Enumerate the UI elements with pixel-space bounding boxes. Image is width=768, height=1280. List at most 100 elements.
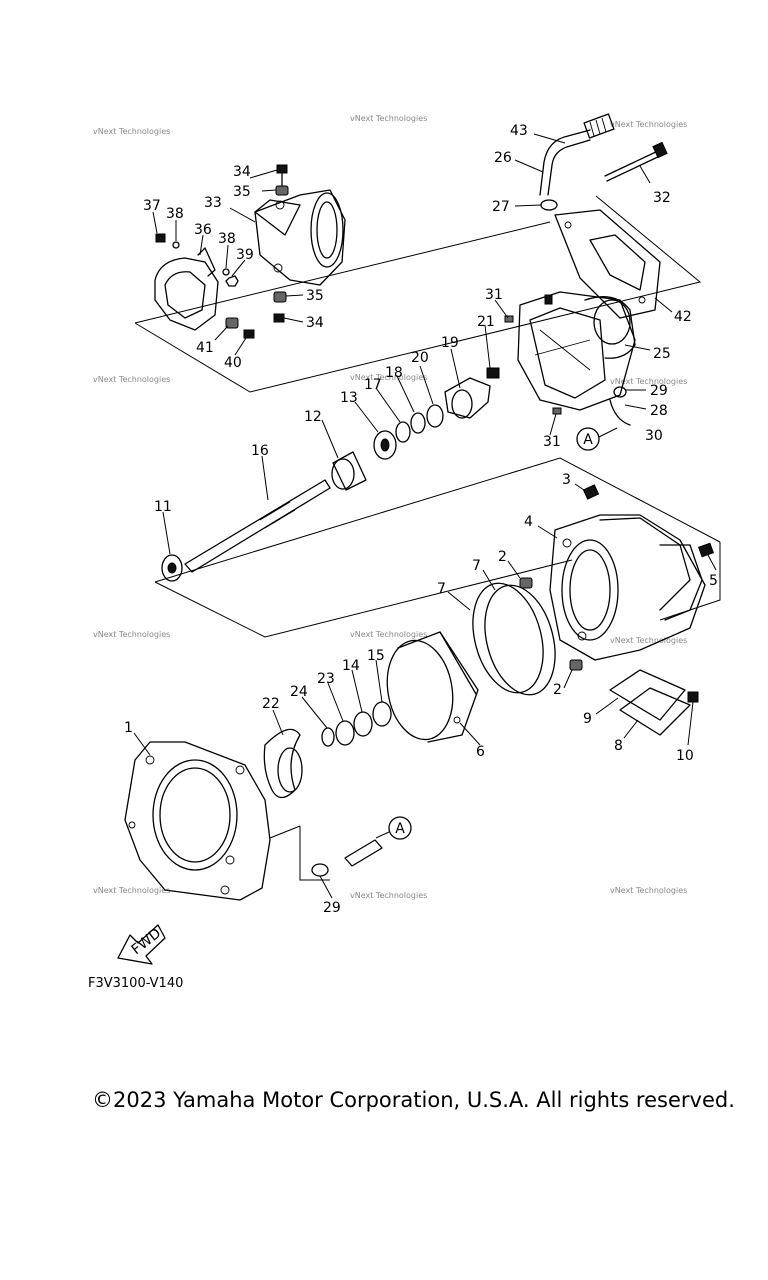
callout-6: 6 (476, 744, 485, 760)
frame-upper (134, 195, 702, 393)
nut-39 (225, 275, 239, 287)
bolt-34-lower (273, 313, 285, 323)
bearing-14 (353, 711, 373, 737)
part-nozzle-housing (517, 291, 636, 411)
frame-ref-a-top (269, 825, 301, 839)
part-steering-nozzle (254, 189, 346, 286)
watermark: vNext Technologies (610, 886, 687, 895)
callout-5: 5 (709, 573, 718, 589)
clamp-29-lower (311, 863, 329, 877)
watermark: vNext Technologies (610, 377, 687, 386)
callout-42: 42 (674, 309, 692, 325)
bolt-40 (243, 329, 255, 339)
reference-marker-lower: A (375, 816, 412, 840)
callout-2-lower: 2 (553, 682, 562, 698)
watermark: vNext Technologies (93, 375, 170, 384)
callout-36: 36 (194, 222, 212, 238)
callout-19: 19 (441, 335, 459, 351)
part-impeller (263, 701, 392, 799)
bearing-11 (161, 554, 183, 582)
frame-middle-top (154, 457, 721, 583)
pin-31-top (504, 315, 514, 323)
part-reverse-gate (154, 247, 219, 331)
callout-29-upper: 29 (650, 383, 668, 399)
callout-28: 28 (650, 403, 668, 419)
part-orings (472, 582, 556, 696)
callout-31-upper: 31 (485, 287, 503, 303)
part-stub-shaft (311, 386, 631, 877)
callout-11: 11 (154, 499, 172, 515)
washer-38-left (172, 241, 180, 249)
part-hose-clamp (540, 199, 558, 211)
callout-34-lower: 34 (306, 315, 324, 331)
oring-20 (426, 404, 444, 428)
callout-33: 33 (204, 195, 222, 211)
watermark: vNext Technologies (610, 120, 687, 129)
callout-17: 17 (364, 377, 382, 393)
clamp-29-upper (613, 386, 627, 398)
frame-middle (154, 559, 573, 638)
callout-2-upper: 2 (498, 549, 507, 565)
fwd-label: FWD (129, 925, 165, 958)
collar-35-lower (273, 291, 287, 303)
part-pump-liner (386, 631, 479, 743)
watermark: vNext Technologies (350, 630, 427, 639)
callout-10: 10 (676, 748, 694, 764)
callout-37: 37 (143, 198, 161, 214)
callout-29-lower: 29 (323, 900, 341, 916)
bolt-5 (698, 542, 714, 558)
assembly-frames (134, 195, 721, 881)
bolt-37 (155, 233, 166, 243)
callout-9: 9 (583, 711, 592, 727)
callout-20: 20 (411, 350, 429, 366)
callout-16: 16 (251, 443, 269, 459)
svg-text:A: A (583, 432, 593, 448)
reference-marker-upper: A (576, 427, 618, 451)
shaft-bearing-stack (331, 377, 491, 491)
callout-38-mid: 38 (218, 231, 236, 247)
dowel-2-upper (519, 577, 533, 589)
pin-31-lower (552, 407, 562, 415)
seal-15 (372, 701, 392, 727)
bolt-10 (687, 691, 699, 703)
part-hose-upper (539, 113, 615, 196)
callout-15: 15 (367, 648, 385, 664)
callouts: 43 26 27 32 42 25 29 28 30 31 21 31 19 2… (124, 123, 718, 916)
hose-30 (609, 399, 631, 426)
callout-4: 4 (524, 514, 533, 530)
watermark: vNext Technologies (350, 373, 427, 382)
callout-21: 21 (477, 314, 495, 330)
callout-26: 26 (494, 150, 512, 166)
part-long-bolt (604, 141, 668, 182)
callout-12: 12 (304, 409, 322, 425)
watermark: vNext Technologies (610, 636, 687, 645)
diagram-code: F3V3100-V140 (88, 976, 184, 991)
frame-ref-a (299, 826, 330, 881)
callout-18: 18 (385, 365, 403, 381)
copyright-notice: ©2023 Yamaha Motor Corporation, U.S.A. A… (92, 1088, 735, 1112)
bearing-13 (373, 430, 397, 460)
callout-40: 40 (224, 355, 242, 371)
collar-35-top (275, 185, 289, 196)
spacer-23 (335, 720, 355, 746)
callout-25: 25 (653, 346, 671, 362)
callout-39: 39 (236, 247, 254, 263)
part-drive-shaft (161, 479, 331, 582)
bolt-21 (486, 367, 500, 379)
callout-30: 30 (645, 428, 663, 444)
fwd-arrow-icon: FWD (117, 924, 166, 965)
callout-7-lower: 7 (437, 581, 446, 597)
callout-3: 3 (562, 472, 571, 488)
callout-31-lower: 31 (543, 434, 561, 450)
callout-7-upper: 7 (472, 558, 481, 574)
leader-lines (133, 133, 717, 899)
callout-35-top: 35 (233, 184, 251, 200)
callout-32: 32 (653, 190, 671, 206)
oring-24 (321, 727, 335, 747)
part-cover-plate (609, 669, 699, 736)
callout-41: 41 (196, 340, 214, 356)
callout-24: 24 (290, 684, 308, 700)
part-intake-duct (124, 741, 271, 901)
watermarks: vNext Technologies vNext Technologies vN… (93, 114, 687, 900)
watermark: vNext Technologies (93, 127, 170, 136)
